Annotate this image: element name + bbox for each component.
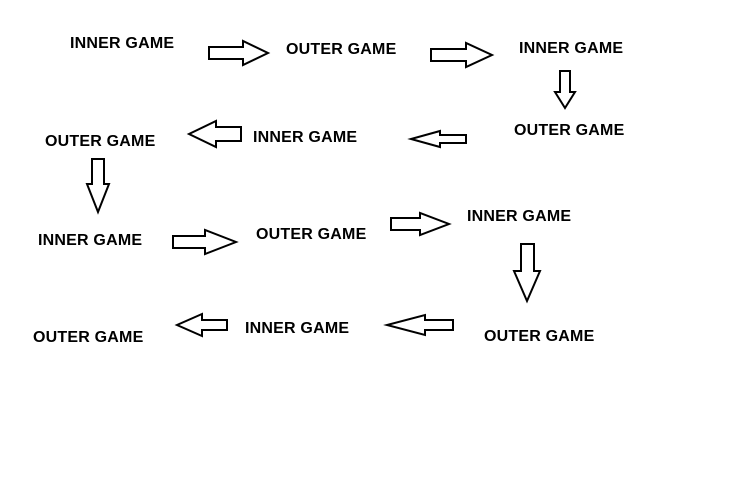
node-outer-game-2: OUTER GAME bbox=[514, 122, 625, 139]
node-inner-game-4: INNER GAME bbox=[38, 232, 143, 249]
arrow-left-1 bbox=[186, 119, 242, 149]
node-inner-game-1: INNER GAME bbox=[70, 35, 175, 52]
arrow-right-2 bbox=[430, 41, 495, 69]
node-outer-game-5: OUTER GAME bbox=[484, 328, 595, 345]
node-inner-game-5: INNER GAME bbox=[467, 208, 572, 225]
node-inner-game-3: INNER GAME bbox=[253, 129, 358, 146]
node-outer-game-3: OUTER GAME bbox=[45, 133, 156, 150]
node-inner-game-6: INNER GAME bbox=[245, 320, 350, 337]
arrow-right-1 bbox=[208, 39, 271, 67]
arrow-down-2 bbox=[85, 158, 111, 215]
arrow-left-4 bbox=[383, 313, 454, 337]
node-outer-game-1: OUTER GAME bbox=[286, 41, 397, 58]
arrow-left-2 bbox=[407, 129, 467, 149]
node-inner-game-2: INNER GAME bbox=[519, 40, 624, 57]
node-outer-game-4: OUTER GAME bbox=[256, 226, 367, 243]
arrow-right-4 bbox=[390, 211, 452, 237]
arrow-right-3 bbox=[172, 228, 239, 256]
node-outer-game-6: OUTER GAME bbox=[33, 329, 144, 346]
arrow-down-3 bbox=[512, 243, 542, 304]
arrow-down-1 bbox=[553, 70, 577, 110]
arrow-left-3 bbox=[174, 312, 228, 338]
